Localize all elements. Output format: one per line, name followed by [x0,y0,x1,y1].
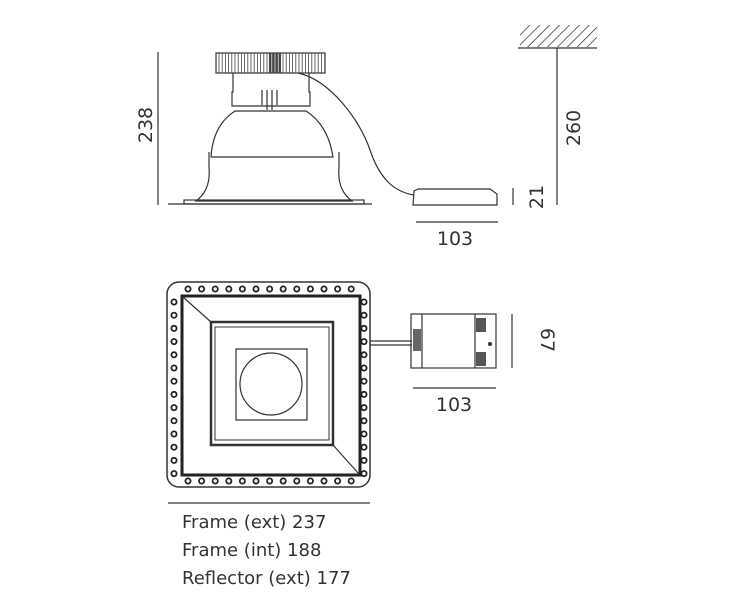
legend-frame-ext: Frame (ext) 237 [182,512,327,533]
cable [297,72,415,196]
frame-hole [266,477,274,485]
outer-frame [166,281,371,488]
frame-hole [198,285,206,293]
heat-sink [215,52,326,74]
frame-hole [279,285,287,293]
frame-hole [170,338,178,346]
frame-hole [320,477,328,485]
lens [239,352,303,416]
driver-length-dim-label-top: 103 [436,394,472,416]
reflector [210,110,334,158]
frame-hole [211,285,219,293]
frame-hole [225,477,233,485]
frame-hole [360,404,368,412]
frame-holes [170,285,368,485]
lamp-body [231,73,311,107]
side-view: 238 21 103 260 [135,25,597,250]
ceiling-hatch [520,25,597,47]
driver-length-dim-label: 103 [437,228,473,250]
frame-hole [360,298,368,306]
frame-hole [252,285,260,293]
frame-hole [170,430,178,438]
frame-hole [360,324,368,332]
frame-hole [306,477,314,485]
frame-hole [279,477,287,485]
frame-hole [170,377,178,385]
frame-hole [238,285,246,293]
reflector-ext [235,348,308,421]
housing [194,152,354,202]
frame-hole [170,311,178,319]
frame-hole [360,311,368,319]
frame-hole [225,285,233,293]
frame-hole [184,285,192,293]
frame-hole [184,477,192,485]
frame-hole [170,417,178,425]
frame-hole [170,456,178,464]
frame-hole [266,285,274,293]
frame-hole [360,377,368,385]
frame-hole [360,390,368,398]
frame-hole [170,404,178,412]
frame-hole [170,443,178,451]
driver-width-dim-label: 67 [536,328,558,352]
frame-hole [170,351,178,359]
frame-hole [360,470,368,478]
frame-hole [360,430,368,438]
driver-height-dim-label: 21 [526,185,548,209]
driver-side [412,188,498,206]
frame-hole [198,477,206,485]
frame-hole [320,285,328,293]
height-dim-label: 238 [135,107,157,143]
frame-hole [170,324,178,332]
frame-hole [347,285,355,293]
frame-hole [306,285,314,293]
frame-hole [211,477,219,485]
frame-hole [347,477,355,485]
frame-hole [293,285,301,293]
frame-ext [180,294,362,477]
frame-hole [360,351,368,359]
frame-hole [170,298,178,306]
recess-dim-label: 260 [563,110,585,146]
driver-top [410,313,497,369]
frame-hole [360,443,368,451]
frame-hole [360,456,368,464]
top-view: 67 103 [166,281,558,504]
frame-hole [360,417,368,425]
legend-reflector-ext: Reflector (ext) 177 [182,568,351,589]
frame-hole [334,477,342,485]
legend-frame-int: Frame (int) 188 [182,540,322,561]
frame-hole [170,470,178,478]
frame-hole [360,338,368,346]
frame-hole [360,364,368,372]
frame-hole [293,477,301,485]
frame-hole [252,477,260,485]
frame-hole [238,477,246,485]
frame-hole [170,364,178,372]
frame-hole [170,390,178,398]
frame-hole [334,285,342,293]
frame-int [209,320,335,447]
